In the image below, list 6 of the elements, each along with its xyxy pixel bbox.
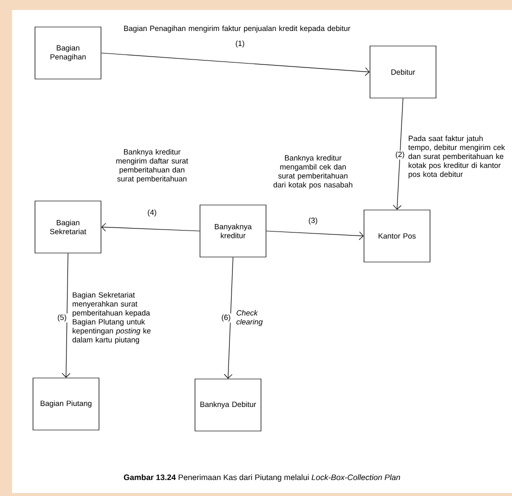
arrow xyxy=(62,253,70,378)
arrow xyxy=(224,257,234,379)
arrow xyxy=(101,52,370,76)
arrow xyxy=(392,98,404,210)
arrow xyxy=(266,230,364,240)
arrow xyxy=(101,222,200,232)
